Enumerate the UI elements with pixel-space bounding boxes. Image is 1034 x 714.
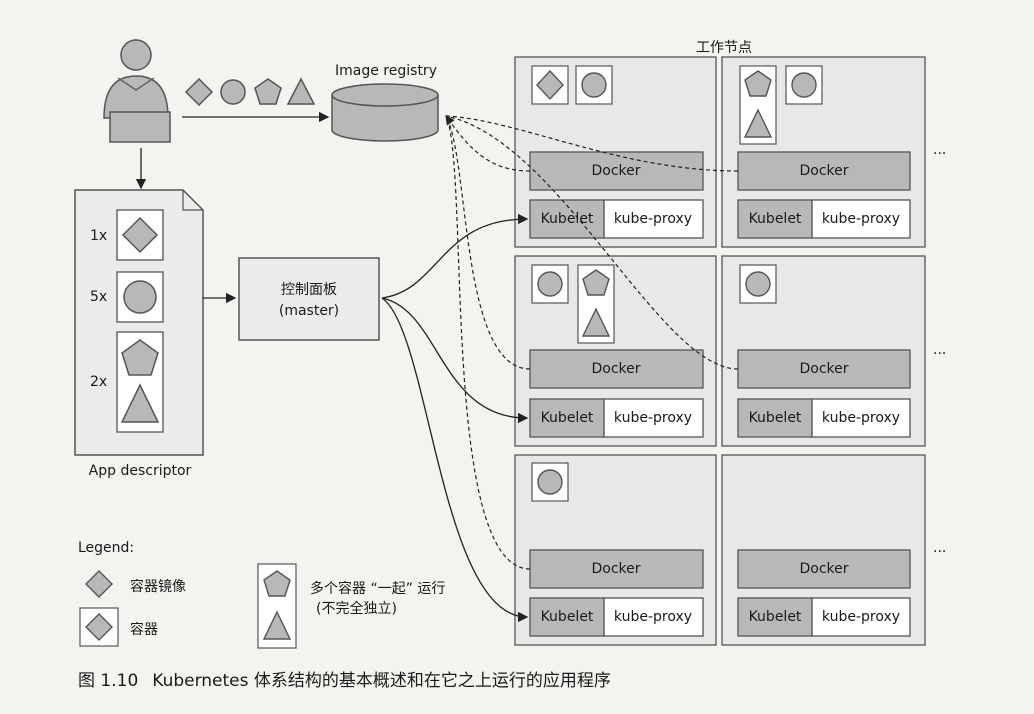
legend-title: Legend: — [78, 540, 135, 556]
kubelet-label: Kubelet — [540, 609, 594, 625]
docker-label: Docker — [799, 361, 849, 377]
more-nodes-ellipsis: ... — [933, 142, 947, 158]
more-nodes-ellipsis: ... — [933, 342, 947, 358]
count-5x: 5x — [90, 289, 108, 305]
kube-proxy-label: kube-proxy — [821, 609, 901, 625]
kube-proxy-label: kube-proxy — [821, 211, 901, 227]
kubelet-label: Kubelet — [748, 609, 802, 625]
master-label-line2: (master) — [278, 303, 340, 319]
kube-proxy-label: kube-proxy — [613, 211, 693, 227]
figure-number: 图 1.10 — [78, 671, 139, 691]
docker-label: Docker — [799, 163, 849, 179]
image-registry-label: Image registry — [335, 63, 437, 79]
kube-proxy-label: kube-proxy — [613, 609, 693, 625]
legend-pod-triangle-icon — [262, 610, 292, 640]
legend-pod-pentagon-icon — [263, 570, 291, 597]
legend-shapes — [79, 563, 297, 649]
master-to-kubelet-arrows — [381, 213, 529, 623]
master-box — [238, 257, 380, 341]
kubelet-label: Kubelet — [748, 410, 802, 426]
more-nodes-ellipsis: ... — [933, 540, 947, 556]
kube-proxy-label: kube-proxy — [821, 410, 901, 426]
legend-pod-label-line1: 多个容器 “一起” 运行 — [310, 581, 446, 597]
developer-icon — [103, 39, 171, 143]
docker-label: Docker — [591, 561, 641, 577]
count-1x: 1x — [90, 228, 108, 244]
master-label-line1: 控制面板 — [281, 282, 337, 298]
app-descriptor-document — [74, 189, 204, 456]
figure-caption: 图 1.10 Kubernetes 体系结构的基本概述和在它之上运行的应用程序 — [78, 666, 625, 691]
kubelet-bars — [529, 199, 911, 637]
kubelet-label: Kubelet — [748, 211, 802, 227]
circle-icon — [220, 79, 246, 105]
diamond-icon — [184, 77, 214, 107]
pods — [531, 65, 823, 502]
image-pull-lines — [445, 115, 739, 570]
app-descriptor-label: App descriptor — [88, 463, 192, 479]
docker-label: Docker — [591, 163, 641, 179]
kubelet-label: Kubelet — [540, 410, 594, 426]
image-registry-icon — [331, 83, 439, 142]
pentagon-icon — [254, 78, 282, 105]
legend-image-icon — [85, 570, 113, 598]
legend-pod-label-line2: (不完全独立) — [316, 601, 397, 617]
legend-image-label: 容器镜像 — [130, 579, 186, 595]
legend-container-icon — [85, 613, 113, 641]
image-shapes — [184, 77, 316, 107]
count-2x: 2x — [90, 374, 108, 390]
docker-label: Docker — [591, 361, 641, 377]
figure-caption-text: Kubernetes 体系结构的基本概述和在它之上运行的应用程序 — [152, 671, 611, 691]
legend-container-label: 容器 — [130, 622, 158, 638]
docker-label: Docker — [799, 561, 849, 577]
docker-bars — [529, 151, 911, 589]
kubelet-label: Kubelet — [540, 211, 594, 227]
worker-nodes-title: 工作节点 — [696, 40, 752, 56]
kube-proxy-label: kube-proxy — [613, 410, 693, 426]
triangle-icon — [286, 77, 316, 105]
